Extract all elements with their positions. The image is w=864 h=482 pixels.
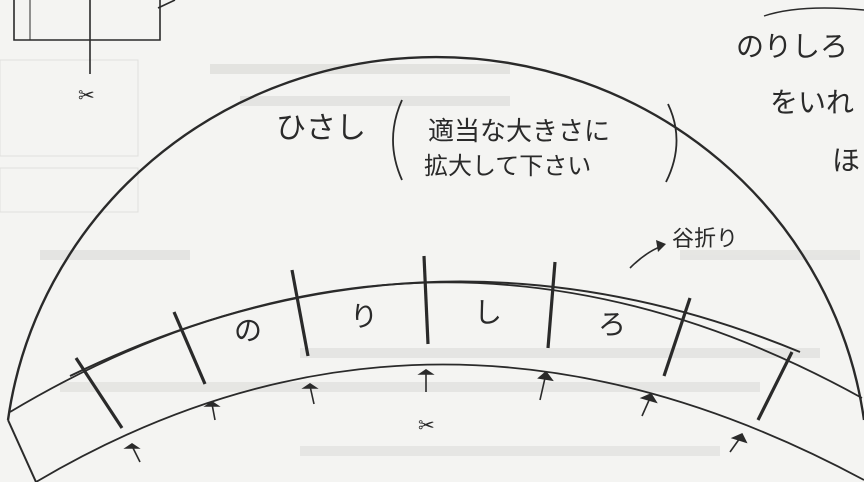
top-left-scissors-mark: ✂ bbox=[78, 83, 95, 107]
right-top-scribble bbox=[763, 7, 864, 17]
right-note-line-2: をいれ bbox=[770, 86, 854, 119]
note-open-paren bbox=[392, 99, 403, 181]
tab-cut-marks bbox=[123, 369, 748, 463]
bleed-through-background bbox=[0, 59, 860, 456]
cut-mark-4 bbox=[417, 369, 435, 392]
cut-mark-7 bbox=[729, 432, 748, 453]
cut-mark-3 bbox=[301, 383, 319, 405]
top-left-box-sketch bbox=[13, 0, 176, 74]
cut-mark-5 bbox=[537, 370, 554, 401]
cut-mark-1 bbox=[123, 443, 141, 463]
note-line-2: 拡大して下さい bbox=[424, 152, 591, 180]
visor-outer-arc bbox=[6, 55, 864, 421]
right-note-line-1: のりしろ bbox=[736, 30, 848, 63]
segment-dividers bbox=[74, 255, 794, 429]
fold-label: 谷折り bbox=[672, 227, 738, 252]
segment-label-ro: ろ bbox=[598, 308, 626, 341]
glue-strip-bottom-arc bbox=[35, 363, 864, 482]
bottom-scissors-mark: ✂ bbox=[418, 413, 435, 437]
segment-label-shi: し bbox=[474, 296, 502, 329]
glue-strip-top-arc bbox=[69, 280, 801, 377]
segment-label-no: の bbox=[234, 314, 262, 347]
segment-label-ri: り bbox=[350, 300, 378, 333]
fold-arrow bbox=[629, 245, 663, 269]
visor-main-label: ひさし bbox=[276, 111, 366, 146]
fold-arrow-head bbox=[656, 240, 666, 252]
cut-mark-2 bbox=[203, 401, 221, 421]
left-end-line bbox=[7, 419, 37, 482]
note-close-paren bbox=[665, 103, 678, 183]
note-line-1: 適当な大きさに bbox=[428, 117, 610, 147]
right-note-line-3: ほ bbox=[832, 144, 860, 177]
cut-mark-6 bbox=[639, 392, 658, 417]
fold-line-arc bbox=[9, 281, 863, 413]
